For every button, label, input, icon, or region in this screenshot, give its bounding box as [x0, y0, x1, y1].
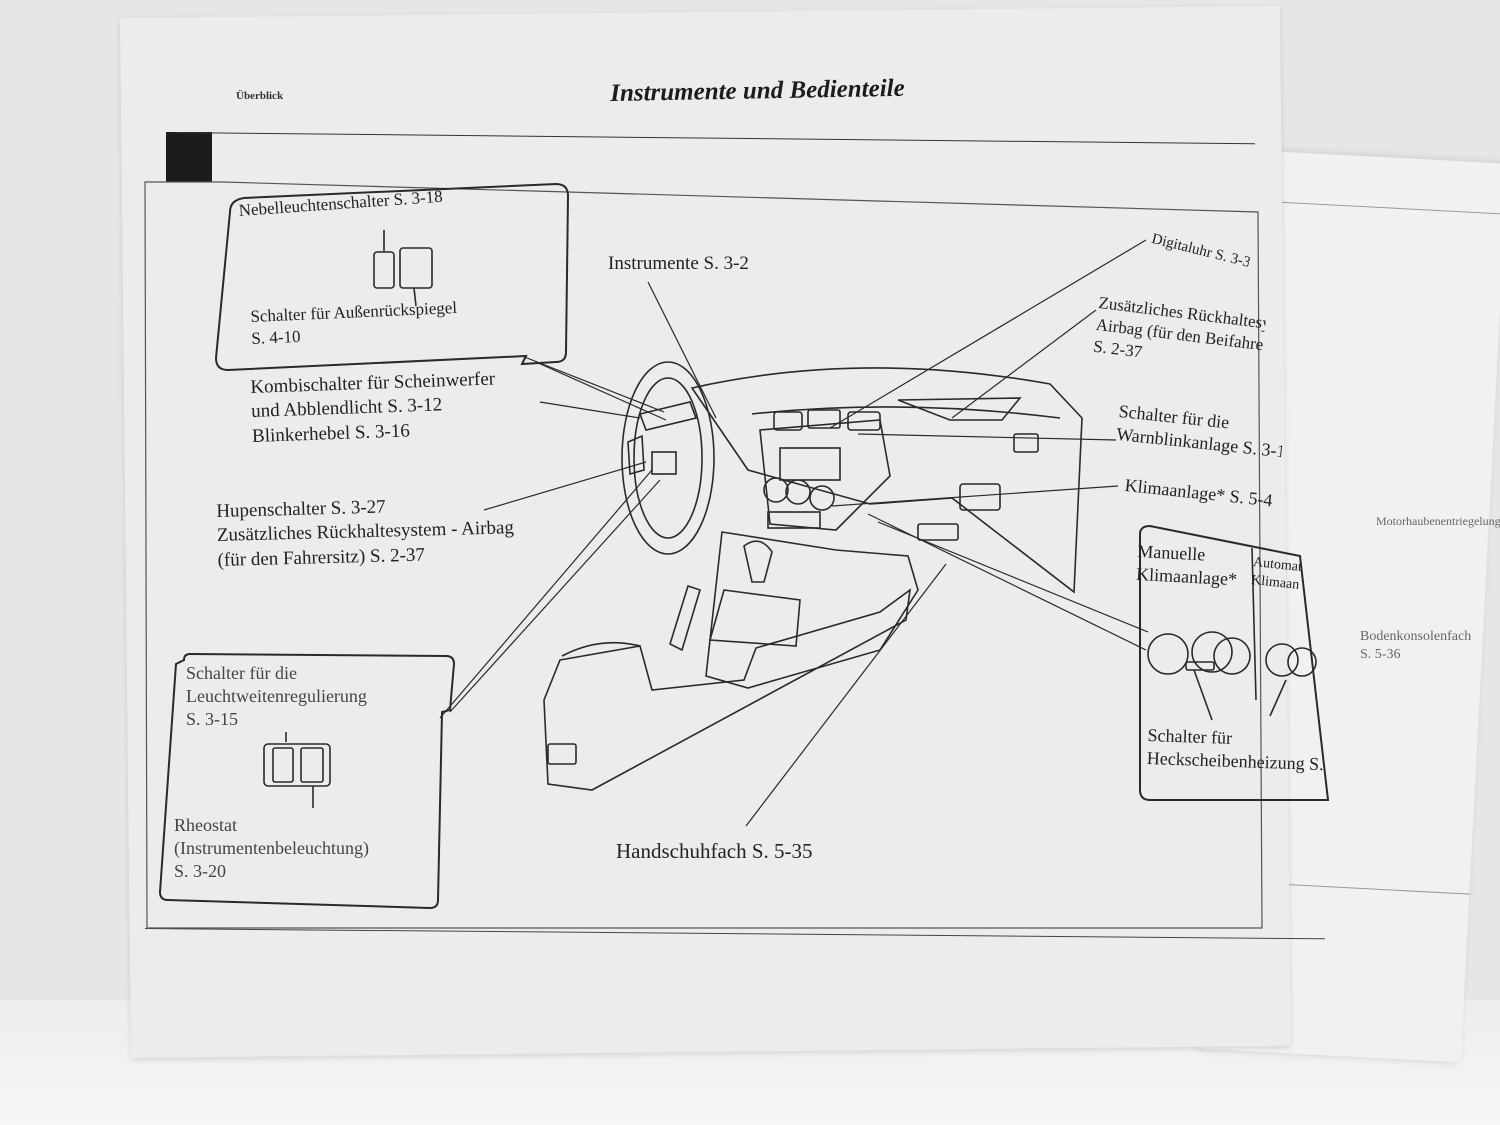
center-console-drawing: [543, 531, 919, 791]
label-line: S. 5-36: [1360, 646, 1401, 662]
section-label: Überblick: [236, 90, 284, 102]
diagram-frame: [144, 181, 1263, 929]
callout-box-climate: [1139, 524, 1330, 801]
label-hood-release: Motorhaubenentriegelung: [1376, 514, 1500, 528]
label-line: Leuchtweitenregulierung: [186, 686, 367, 707]
callout-box-mirror: [214, 182, 570, 372]
leader-lines: [439, 239, 1149, 827]
label-line: Bodenkonsolenfach: [1360, 629, 1472, 644]
label-manual-climate: Manuelle Klimaanlage*: [1136, 540, 1239, 591]
steering-wheel-drawing: [621, 361, 715, 555]
callout-box-leveling: [158, 652, 456, 910]
label-line: S. 3-15: [186, 709, 239, 730]
label-floor-console: Bodenkonsolenfach S. 5-36: [1360, 628, 1500, 664]
leveling-switch-icon: [263, 732, 331, 808]
label-instruments: Instrumente S. 3-2: [608, 253, 749, 274]
label-rheostat: Rheostat (Instrumentenbeleuchtung) S. 3-…: [174, 814, 369, 883]
label-horn-airbag: Hupenschalter S. 3-27 Zusätzliches Rückh…: [216, 492, 515, 573]
label-line: S. 3-20: [174, 861, 227, 882]
switch-icon-pair: [373, 230, 433, 307]
label-rear-defogger: Schalter für Heckscheibenheizung S. 3-20: [1146, 724, 1323, 776]
label-line: (Instrumentenbeleuchtung): [174, 838, 369, 859]
label-line: Rheostat: [174, 815, 237, 835]
climate-dials: [1147, 631, 1317, 677]
label-line: Schalter für die: [186, 663, 297, 683]
dashboard-drawing: [690, 367, 1083, 594]
label-glovebox: Handschuhfach S. 5-35: [616, 839, 813, 863]
label-auto-climate: Automatische Klimaanlage*: [1250, 554, 1301, 595]
chapter-tab-marker: [166, 132, 212, 182]
label-mirror-switch: Schalter für Außenrückspiegel S. 4-10: [250, 297, 458, 349]
label-combi-switch: Kombischalter für Scheinwerfer und Abble…: [250, 367, 497, 448]
label-headlight-leveling: Schalter für die Leuchtweitenregulierung…: [186, 662, 367, 731]
